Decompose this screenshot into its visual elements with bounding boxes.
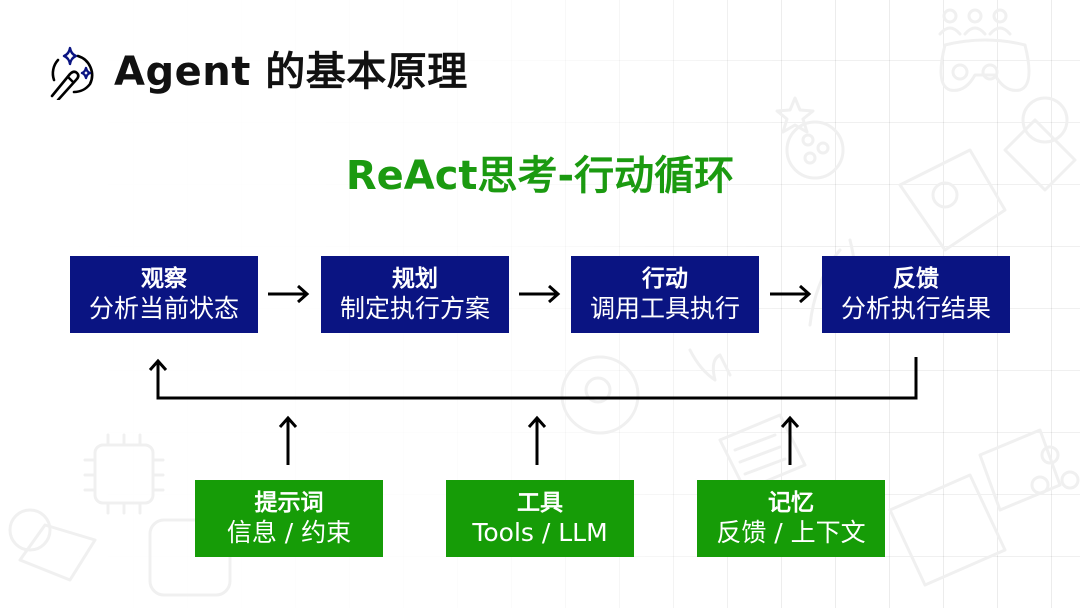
chip-doodle xyxy=(83,433,165,515)
input-title: 记忆 xyxy=(768,490,814,516)
speech-doodle xyxy=(8,508,97,582)
terminal-doodle xyxy=(888,473,1007,587)
page-title: Agent 的基本原理 xyxy=(114,49,468,95)
slide-header: Agent 的基本原理 xyxy=(46,44,468,100)
pointer-doodle xyxy=(688,348,732,382)
magic-wand-sparkles-icon xyxy=(50,46,94,100)
right-arrow-icon xyxy=(268,284,310,304)
step-plan: 规划 制定执行方案 xyxy=(321,256,509,333)
code-share-doodle xyxy=(978,428,1080,512)
step-feedback: 反馈 分析执行结果 xyxy=(822,256,1010,333)
input-prompt: 提示词 信息 / 约束 xyxy=(195,480,383,557)
right-arrow-icon xyxy=(519,284,561,304)
up-arrow-icon xyxy=(780,415,800,465)
feedback-loop-line xyxy=(148,357,918,400)
input-title: 提示词 xyxy=(254,490,324,516)
gamepad-doodle xyxy=(938,8,1031,92)
step-title: 规划 xyxy=(392,266,438,292)
step-title: 反馈 xyxy=(893,266,939,292)
tablet-doodle xyxy=(718,413,807,492)
step-subtitle: 分析执行结果 xyxy=(840,294,991,323)
step-title: 观察 xyxy=(141,266,187,292)
gear-bubble-doodle xyxy=(560,355,640,435)
step-subtitle: 制定执行方案 xyxy=(339,294,490,323)
input-subtitle: 信息 / 约束 xyxy=(226,518,352,547)
input-subtitle: 反馈 / 上下文 xyxy=(716,518,866,547)
input-tools: 工具 Tools / LLM xyxy=(446,480,634,557)
right-arrow-icon xyxy=(770,284,812,304)
step-title: 行动 xyxy=(642,266,688,292)
input-subtitle: Tools / LLM xyxy=(472,518,608,547)
input-memory: 记忆 反馈 / 上下文 xyxy=(697,480,885,557)
diagram-title: ReAct思考-行动循环 xyxy=(345,153,735,199)
up-arrow-icon xyxy=(527,415,547,465)
step-subtitle: 调用工具执行 xyxy=(589,294,740,323)
step-observe: 观察 分析当前状态 xyxy=(70,256,258,333)
up-arrow-icon xyxy=(278,415,298,465)
step-act: 行动 调用工具执行 xyxy=(571,256,759,333)
step-subtitle: 分析当前状态 xyxy=(88,294,239,323)
input-title: 工具 xyxy=(517,490,563,516)
